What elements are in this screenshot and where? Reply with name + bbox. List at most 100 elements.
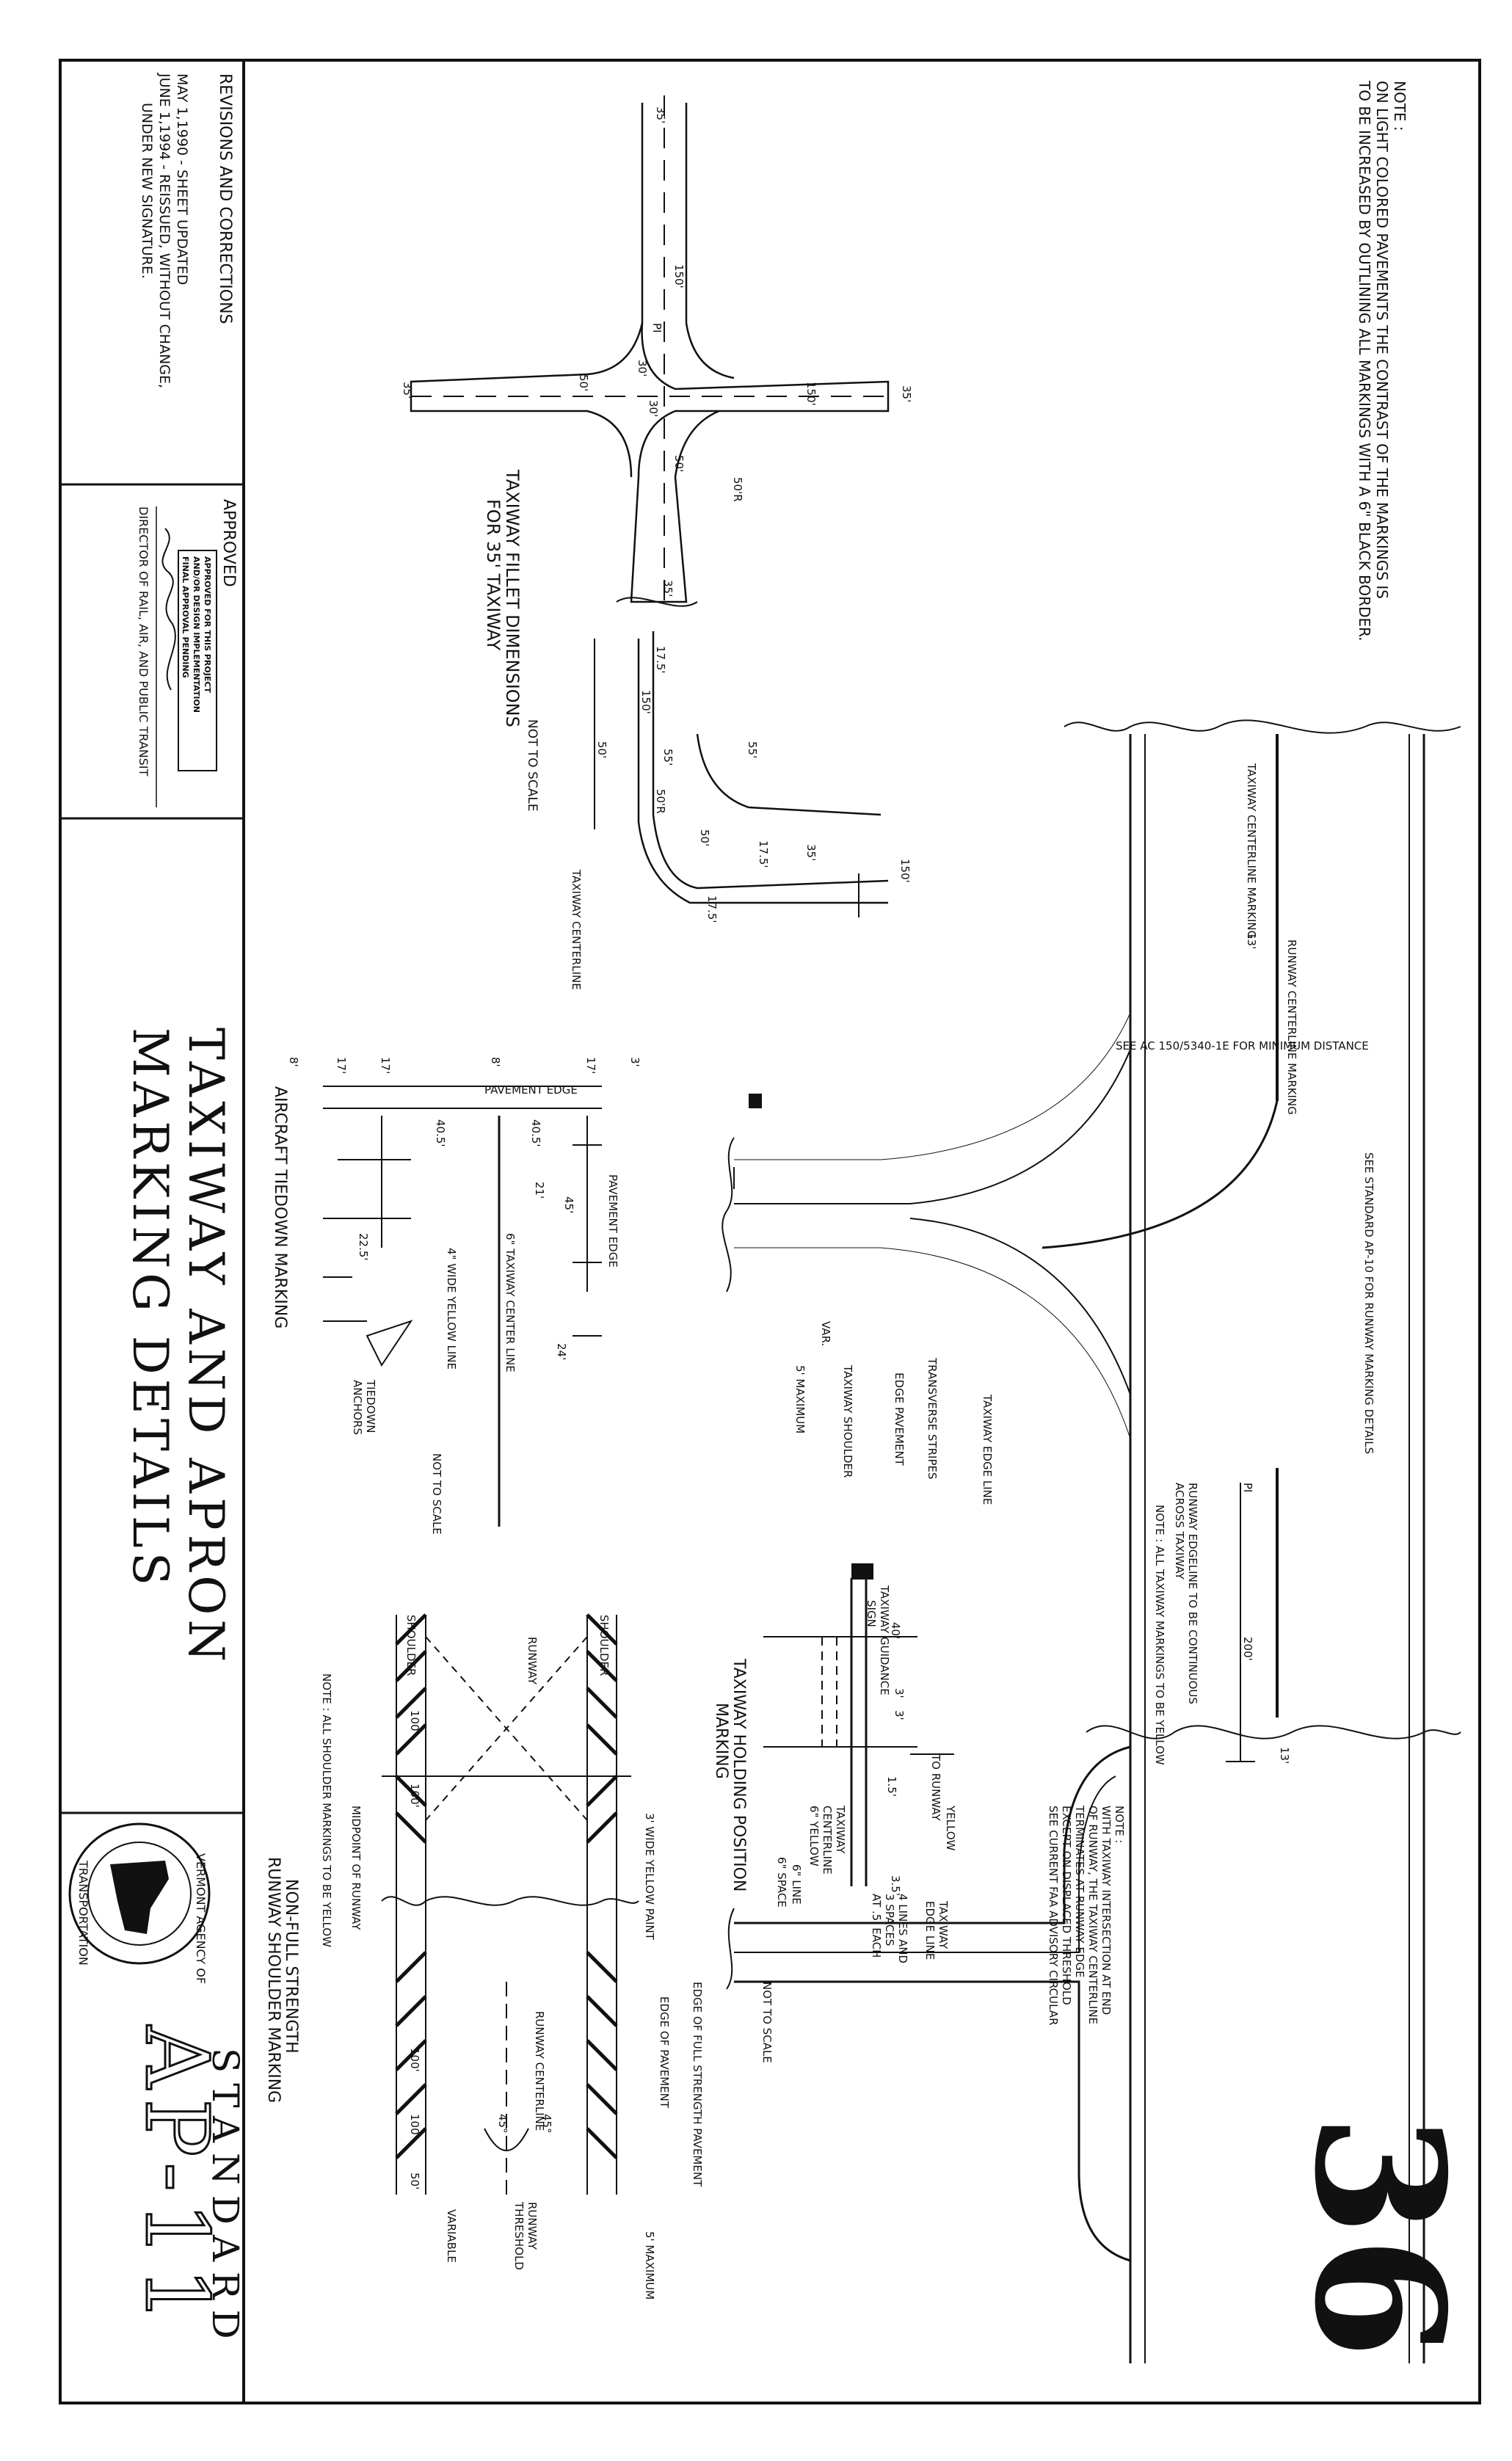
- svg-text:13': 13': [1278, 1747, 1291, 1764]
- svg-text:4" WIDE YELLOW LINE: 4" WIDE YELLOW LINE: [445, 1248, 458, 1370]
- svg-text:TAXIWAY FILLET DIMENSIONS: TAXIWAY FILLET DIMENSIONS: [502, 469, 523, 727]
- svg-text:200': 200': [1241, 1637, 1254, 1661]
- svg-text:ACROSS TAXIWAY: ACROSS TAXIWAY: [1173, 1483, 1186, 1580]
- guidance-sign: [851, 1563, 873, 1580]
- svg-text:100': 100': [408, 1710, 421, 1734]
- svg-text:150': 150': [639, 690, 653, 714]
- signature: [161, 528, 176, 691]
- svg-text:35': 35': [401, 382, 414, 399]
- svg-text:TAXIWAY GUIDANCE: TAXIWAY GUIDANCE: [878, 1585, 891, 1695]
- svg-text:4 LINES AND: 4 LINES AND: [896, 1894, 909, 1963]
- svg-text:WITH TAXIWAY INTERSECTION AT E: WITH TAXIWAY INTERSECTION AT END: [1100, 1806, 1113, 2015]
- svg-text:6" YELLOW: 6" YELLOW: [807, 1806, 821, 1866]
- svg-text:3': 3': [893, 1710, 906, 1720]
- svg-text:45': 45': [562, 1196, 575, 1213]
- svg-text:30': 30': [636, 360, 649, 377]
- svg-text:17': 17': [379, 1057, 392, 1074]
- svg-text:OF RUNWAY, THE TAXIWAY CENTERL: OF RUNWAY, THE TAXIWAY CENTERLINE: [1086, 1806, 1100, 2024]
- svg-text:VAR.: VAR.: [819, 1321, 832, 1346]
- svg-text:EDGE OF PAVEMENT: EDGE OF PAVEMENT: [658, 1996, 671, 2109]
- svg-text:NOTE : ALL TAXIWAY MARKINGS TO: NOTE : ALL TAXIWAY MARKINGS TO BE YELLOW: [1153, 1505, 1166, 1765]
- svg-text:TAXIWAY HOLDING POSITION: TAXIWAY HOLDING POSITION: [730, 1658, 748, 1891]
- svg-text:ANCHORS: ANCHORS: [351, 1380, 364, 1435]
- svg-text:17.5': 17.5': [705, 895, 719, 923]
- svg-text:VARIABLE: VARIABLE: [445, 2209, 458, 2263]
- svg-text:55': 55': [746, 741, 759, 758]
- tiedown-labels: AIRCRAFT TIEDOWN MARKING PAVEMENT EDGE P…: [271, 1057, 641, 1535]
- svg-text:50': 50': [595, 741, 608, 758]
- svg-text:AP-11: AP-11: [126, 2025, 228, 2333]
- svg-text:17.5': 17.5': [654, 646, 667, 674]
- tiedown-diagram: [323, 1086, 602, 1527]
- svg-text:MIDPOINT OF RUNWAY: MIDPOINT OF RUNWAY: [349, 1806, 363, 1930]
- svg-text:3.5': 3.5': [889, 1875, 902, 1896]
- svg-text:RUNWAY CENTERLINE: RUNWAY CENTERLINE: [533, 2011, 546, 2131]
- svg-text:24': 24': [555, 1343, 568, 1360]
- svg-text:150': 150': [672, 264, 686, 288]
- svg-text:45°: 45°: [496, 2114, 509, 2134]
- standard-label: STANDARD: [204, 2048, 247, 2349]
- svg-text:6" TAXIWAY CENTER LINE: 6" TAXIWAY CENTER LINE: [504, 1233, 517, 1373]
- svg-text:APPROVED FOR THIS PROJECT: APPROVED FOR THIS PROJECT: [203, 556, 212, 693]
- svg-text:FINAL APPROVAL PENDING: FINAL APPROVAL PENDING: [181, 556, 190, 678]
- holding-position-diagram: [763, 1563, 954, 1886]
- svg-text:30': 30': [647, 400, 660, 417]
- svg-text:TRANSPORTATION: TRANSPORTATION: [76, 1860, 90, 1966]
- svg-text:NON-FULL STRENGTH: NON-FULL STRENGTH: [282, 1879, 300, 2054]
- svg-text:SHOULDER: SHOULDER: [597, 1615, 611, 1676]
- svg-text:TO RUNWAY: TO RUNWAY: [929, 1753, 942, 1821]
- revision-line: MAY 1,1990 - SHEET UPDATED: [174, 73, 190, 285]
- svg-text:VERMONT AGENCY OF: VERMONT AGENCY OF: [194, 1853, 208, 1984]
- sheet-title-line2: MARKING DETAILS: [122, 1028, 178, 1590]
- svg-text:5' MAXIMUM: 5' MAXIMUM: [643, 2231, 656, 2300]
- svg-text:EDGE LINE: EDGE LINE: [923, 1901, 937, 1960]
- svg-text:SEE CURRENT FAA ADVISORY CIRCU: SEE CURRENT FAA ADVISORY CIRCULAR: [1047, 1806, 1060, 2026]
- approval-signer: DIRECTOR OF RAIL, AIR, AND PUBLIC TRANSI…: [137, 506, 150, 777]
- svg-text:NOTE :: NOTE :: [1113, 1806, 1126, 1844]
- svg-text:36: 36: [1276, 2114, 1483, 2359]
- svg-text:TO BE INCREASED BY OUTLINING A: TO BE INCREASED BY OUTLINING ALL MARKING…: [1356, 80, 1373, 641]
- svg-text:50': 50': [408, 2173, 421, 2189]
- sheet-title: TAXIWAY AND APRON MARKING DETAILS: [122, 1028, 234, 1666]
- svg-text:5' MAXIMUM: 5' MAXIMUM: [793, 1365, 807, 1433]
- svg-text:TAXIWAY: TAXIWAY: [937, 1900, 950, 1949]
- runway-plan-labels: SEE STANDARD AP-10 FOR RUNWAY MARKING DE…: [793, 763, 1375, 2026]
- svg-text:TIEDOWN: TIEDOWN: [364, 1379, 377, 1433]
- fillet-cross-diagram: [410, 95, 890, 607]
- svg-text:AIRCRAFT TIEDOWN MARKING: AIRCRAFT TIEDOWN MARKING: [271, 1086, 289, 1328]
- min-distance-marker: [749, 1094, 762, 1108]
- svg-text:50': 50': [698, 829, 711, 846]
- svg-text:RUNWAY: RUNWAY: [526, 1637, 539, 1685]
- svg-text:8': 8': [489, 1057, 502, 1067]
- svg-text:150': 150': [804, 382, 818, 406]
- svg-text:150': 150': [898, 859, 912, 883]
- svg-text:35': 35': [661, 580, 675, 597]
- svg-text:PI: PI: [1241, 1483, 1254, 1492]
- svg-text:35': 35': [654, 106, 667, 123]
- sheet-title-line1: TAXIWAY AND APRON: [178, 1028, 234, 1666]
- svg-text:50'R: 50'R: [731, 477, 744, 502]
- svg-text:NOTE : ALL SHOULDER MARKINGS T: NOTE : ALL SHOULDER MARKINGS TO BE YELLO…: [320, 1673, 333, 1947]
- svg-text:SEE STANDARD AP-10 FOR RUNWAY: SEE STANDARD AP-10 FOR RUNWAY MARKING DE…: [1362, 1152, 1375, 1454]
- svg-text:EDGE OF FULL STRENGTH PAVEMENT: EDGE OF FULL STRENGTH PAVEMENT: [691, 1982, 704, 2187]
- shoulder-diagram: [381, 1613, 639, 2195]
- fillet-corner-dims: 17.5' 150' 50' 55' 50'R 55' 50' 17.5' 35…: [595, 646, 912, 923]
- approval-block: APPROVED APPROVED FOR THIS PROJECT AND/O…: [137, 499, 238, 807]
- svg-text:AT .5' EACH: AT .5' EACH: [870, 1894, 883, 1957]
- svg-text:45°: 45°: [540, 2114, 553, 2134]
- svg-text:RUNWAY CENTERLINE MARKING: RUNWAY CENTERLINE MARKING: [1285, 939, 1298, 1115]
- svg-text:NOT TO SCALE: NOT TO SCALE: [760, 1982, 774, 2063]
- svg-text:3 SPACES: 3 SPACES: [883, 1894, 896, 1946]
- svg-text:6" LINE: 6" LINE: [790, 1864, 803, 1905]
- svg-text:SIGN: SIGN: [865, 1600, 878, 1627]
- revisions-block: REVISIONS AND CORRECTIONS MAY 1,1990 - S…: [139, 73, 234, 388]
- fillet-corner-diagram: [594, 631, 889, 917]
- svg-text:3': 3': [893, 1688, 906, 1698]
- svg-text:STANDARD: STANDARD: [204, 2048, 247, 2349]
- svg-text:EXCEPT ON DISPLACED THRESHOLD: EXCEPT ON DISPLACED THRESHOLD: [1060, 1806, 1073, 2005]
- svg-text:8': 8': [287, 1057, 300, 1067]
- general-note: NOTE : ON LIGHT COLORED PAVEMENTS THE CO…: [1356, 80, 1409, 641]
- svg-text:55': 55': [661, 749, 675, 766]
